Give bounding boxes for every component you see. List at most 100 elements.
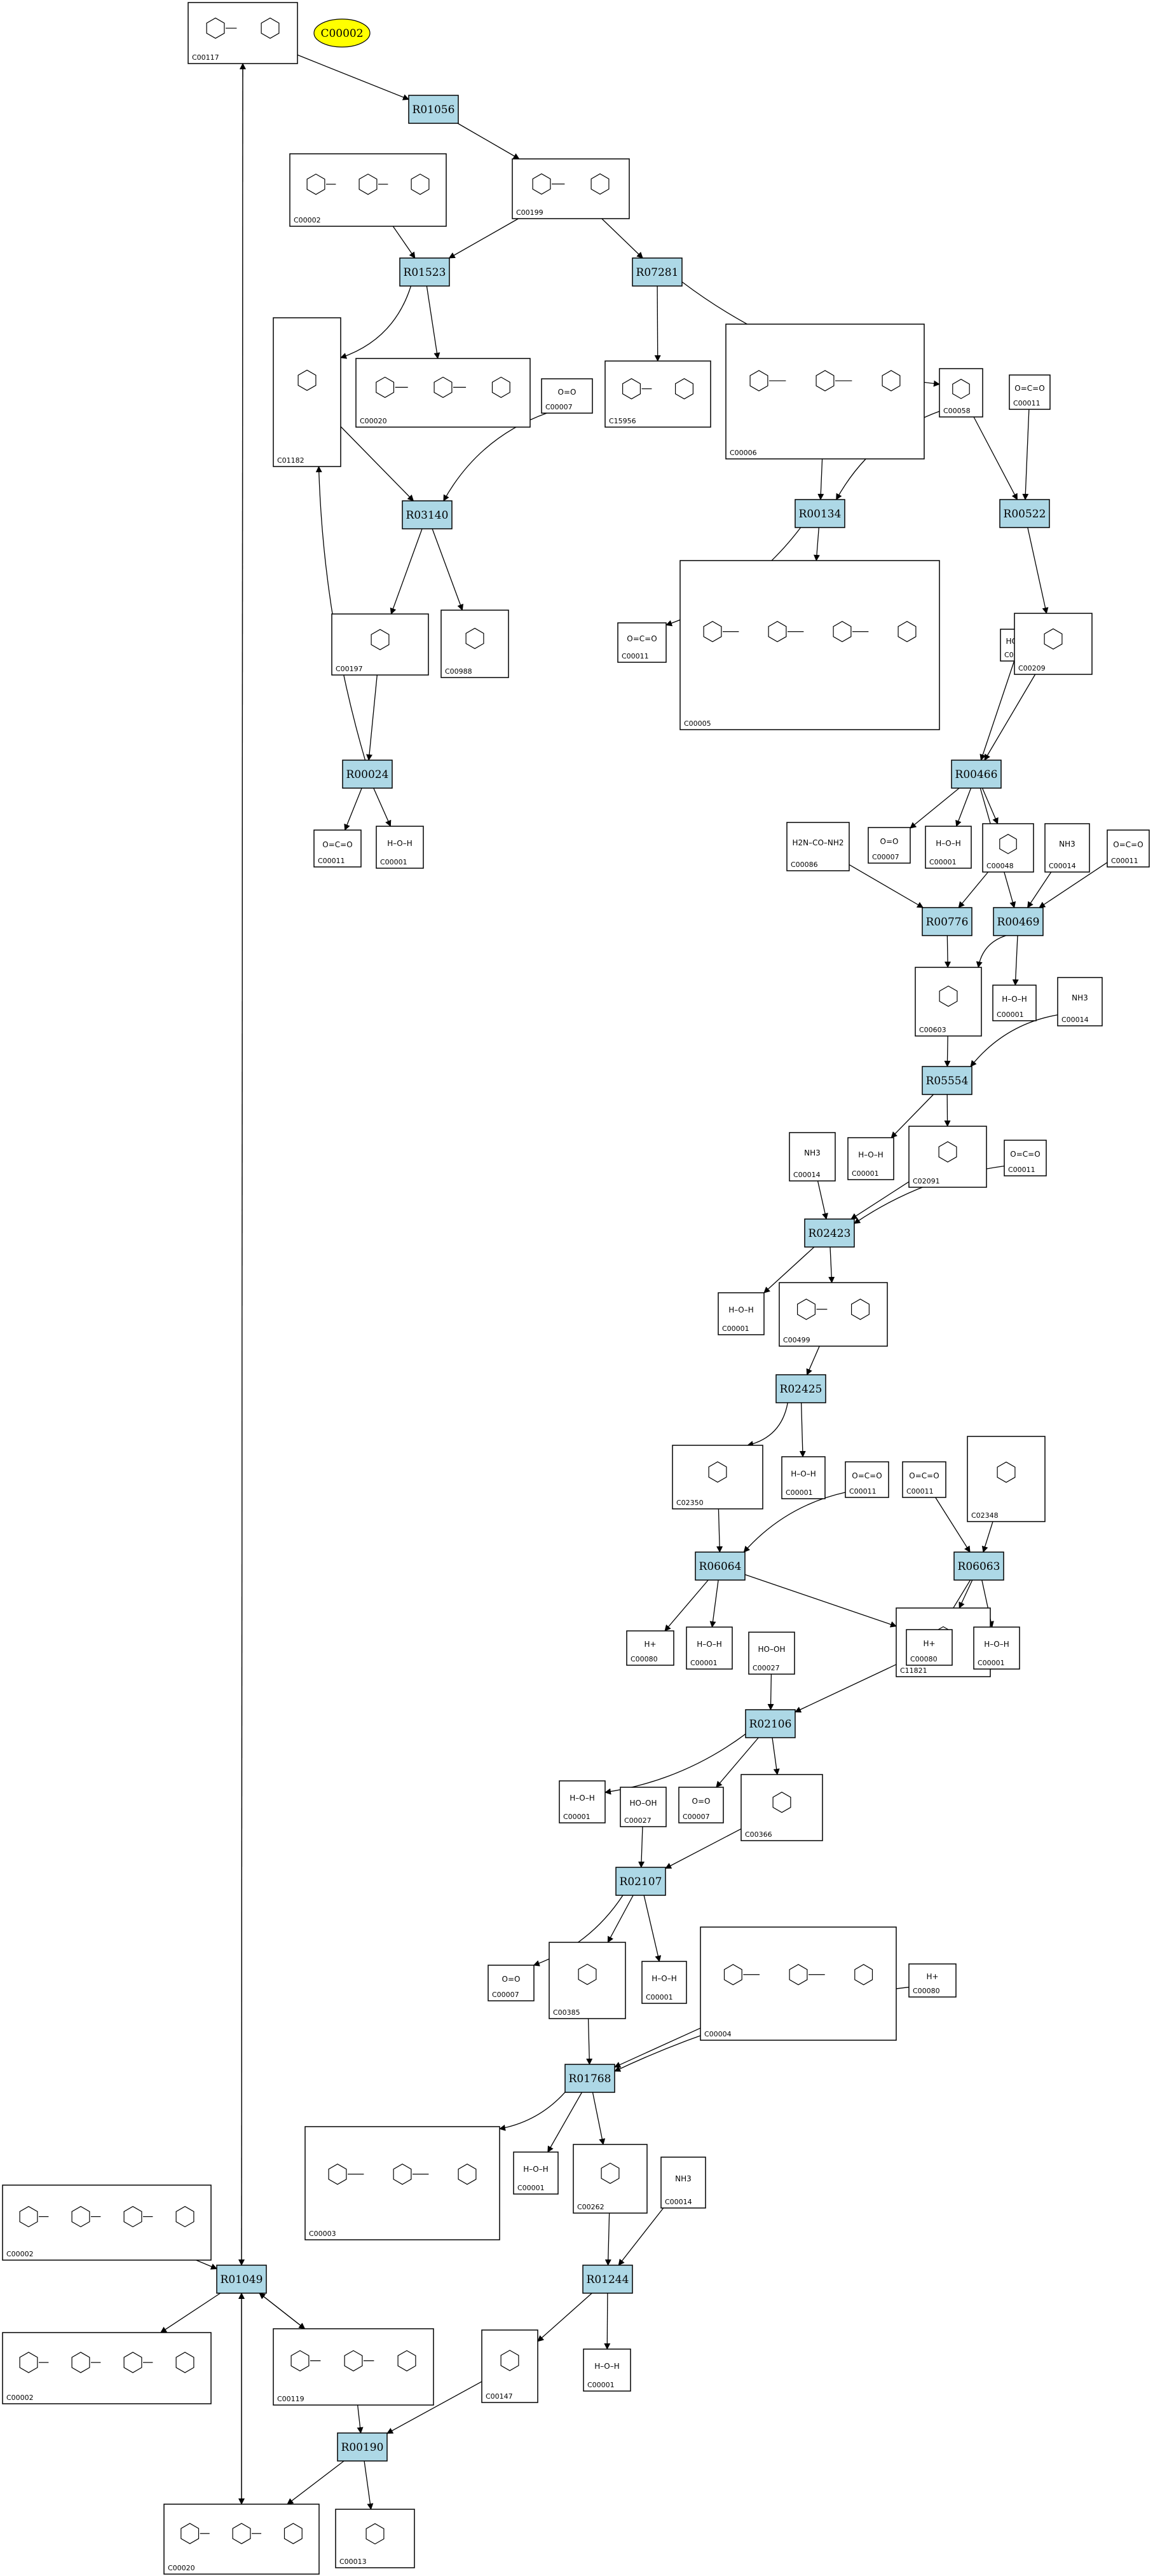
- compound-node-C00058[interactable]: C00058: [939, 368, 983, 418]
- edge-87: [357, 2404, 364, 2434]
- compound-node-C00006[interactable]: C00006: [725, 324, 925, 460]
- compound-node-C01182[interactable]: C01182: [273, 317, 341, 467]
- compound-node-C00499[interactable]: C00499: [779, 1282, 888, 1347]
- reaction-node-R06063[interactable]: R06063: [953, 1551, 1004, 1581]
- reaction-node-R00469[interactable]: R00469: [993, 907, 1044, 936]
- reaction-node-R02425[interactable]: R02425: [775, 1374, 826, 1403]
- reaction-node-R03140[interactable]: R03140: [402, 500, 453, 529]
- compound-id: C02091: [913, 1177, 940, 1185]
- compound-node-C00048[interactable]: C00048: [982, 823, 1034, 873]
- compound-node-C00013[interactable]: C00013: [335, 2509, 415, 2568]
- compound-node-C00366[interactable]: C00366: [740, 1774, 823, 1841]
- compound-node-C00603[interactable]: C00603: [915, 967, 982, 1037]
- compound-node-C02350[interactable]: C02350: [672, 1445, 763, 1509]
- compound-id: C00011: [849, 1487, 877, 1496]
- compound-id: C00011: [1111, 857, 1138, 865]
- reaction-node-R06064[interactable]: R06064: [695, 1551, 746, 1581]
- compound-node-C00117[interactable]: C00117: [188, 2, 298, 64]
- compound-node-C00002[interactable]: C00002: [2, 2332, 212, 2404]
- compound-node-C00119[interactable]: C00119: [273, 2328, 434, 2406]
- reaction-node-R01244[interactable]: R01244: [582, 2265, 633, 2294]
- reaction-node-R01049[interactable]: R01049: [216, 2265, 267, 2294]
- compound-node-C00002[interactable]: C00002: [289, 153, 447, 227]
- reaction-node-R05554[interactable]: R05554: [922, 1066, 972, 1095]
- reaction-node-R01523[interactable]: R01523: [399, 257, 450, 287]
- structure-sketch: [622, 378, 694, 400]
- compound-box: [700, 1926, 897, 2041]
- start-compound-node[interactable]: C00002: [313, 18, 371, 48]
- compound-node-C00147[interactable]: C00147: [481, 2329, 538, 2403]
- compound-node-C00209[interactable]: C00209: [1014, 613, 1093, 675]
- compound-node-C00003[interactable]: C00003: [304, 2126, 500, 2240]
- compound-id: C00027: [753, 1664, 780, 1672]
- reaction-node-R02107[interactable]: R02107: [615, 1867, 666, 1896]
- reaction-node-R00134[interactable]: R00134: [795, 499, 845, 528]
- edge-76: [618, 2207, 664, 2266]
- structure-sketch: [181, 2523, 303, 2544]
- compound-box: [1044, 823, 1090, 873]
- compound-node-C00080[interactable]: H+C00080: [626, 1630, 674, 1666]
- reaction-node-R07281[interactable]: R07281: [632, 257, 683, 287]
- compound-node-C00197[interactable]: C00197: [331, 613, 429, 676]
- compound-node-C00005[interactable]: C00005: [679, 560, 940, 730]
- edge-63: [772, 1737, 780, 1775]
- reaction-node-R01056[interactable]: R01056: [408, 95, 459, 124]
- compound-node-C02348[interactable]: C02348: [967, 1436, 1046, 1522]
- compound-node-C00988[interactable]: C00988: [440, 610, 509, 678]
- reaction-node-R00024[interactable]: R00024: [342, 760, 393, 789]
- compound-node-C00020[interactable]: C00020: [355, 358, 531, 428]
- reaction-box: [342, 760, 393, 789]
- reaction-node-R02423[interactable]: R02423: [804, 1218, 855, 1248]
- reaction-node-R00522[interactable]: R00522: [999, 499, 1050, 528]
- compound-node-C00262[interactable]: C00262: [573, 2144, 648, 2214]
- reaction-node-R00190[interactable]: R00190: [337, 2432, 388, 2462]
- compound-node-C15956[interactable]: C15956: [604, 360, 711, 428]
- reaction-node-R00776[interactable]: R00776: [922, 907, 972, 936]
- reaction-node-R01768[interactable]: R01768: [564, 2064, 615, 2093]
- compound-node-C00080[interactable]: H+C00080: [908, 1963, 957, 1998]
- reaction-node-R02106[interactable]: R02106: [745, 1709, 796, 1738]
- compound-node-C02091[interactable]: C02091: [908, 1126, 987, 1188]
- compound-node-C00199[interactable]: C00199: [512, 158, 630, 219]
- reaction-label: R00024: [346, 768, 389, 781]
- compound-node-C00004[interactable]: C00004: [700, 1926, 897, 2041]
- compound-node-C00002[interactable]: C00002: [2, 2184, 212, 2261]
- compound-node-C00020[interactable]: C00020: [163, 2504, 320, 2575]
- compound-node-C00080[interactable]: H+C00080: [906, 1629, 953, 1666]
- compound-id: C00001: [380, 858, 407, 866]
- reaction-node-R00466[interactable]: R00466: [951, 760, 1002, 789]
- compound-node-C00385[interactable]: C00385: [549, 1942, 626, 2019]
- edge-65: [638, 1826, 645, 1868]
- edge-29: [849, 864, 924, 908]
